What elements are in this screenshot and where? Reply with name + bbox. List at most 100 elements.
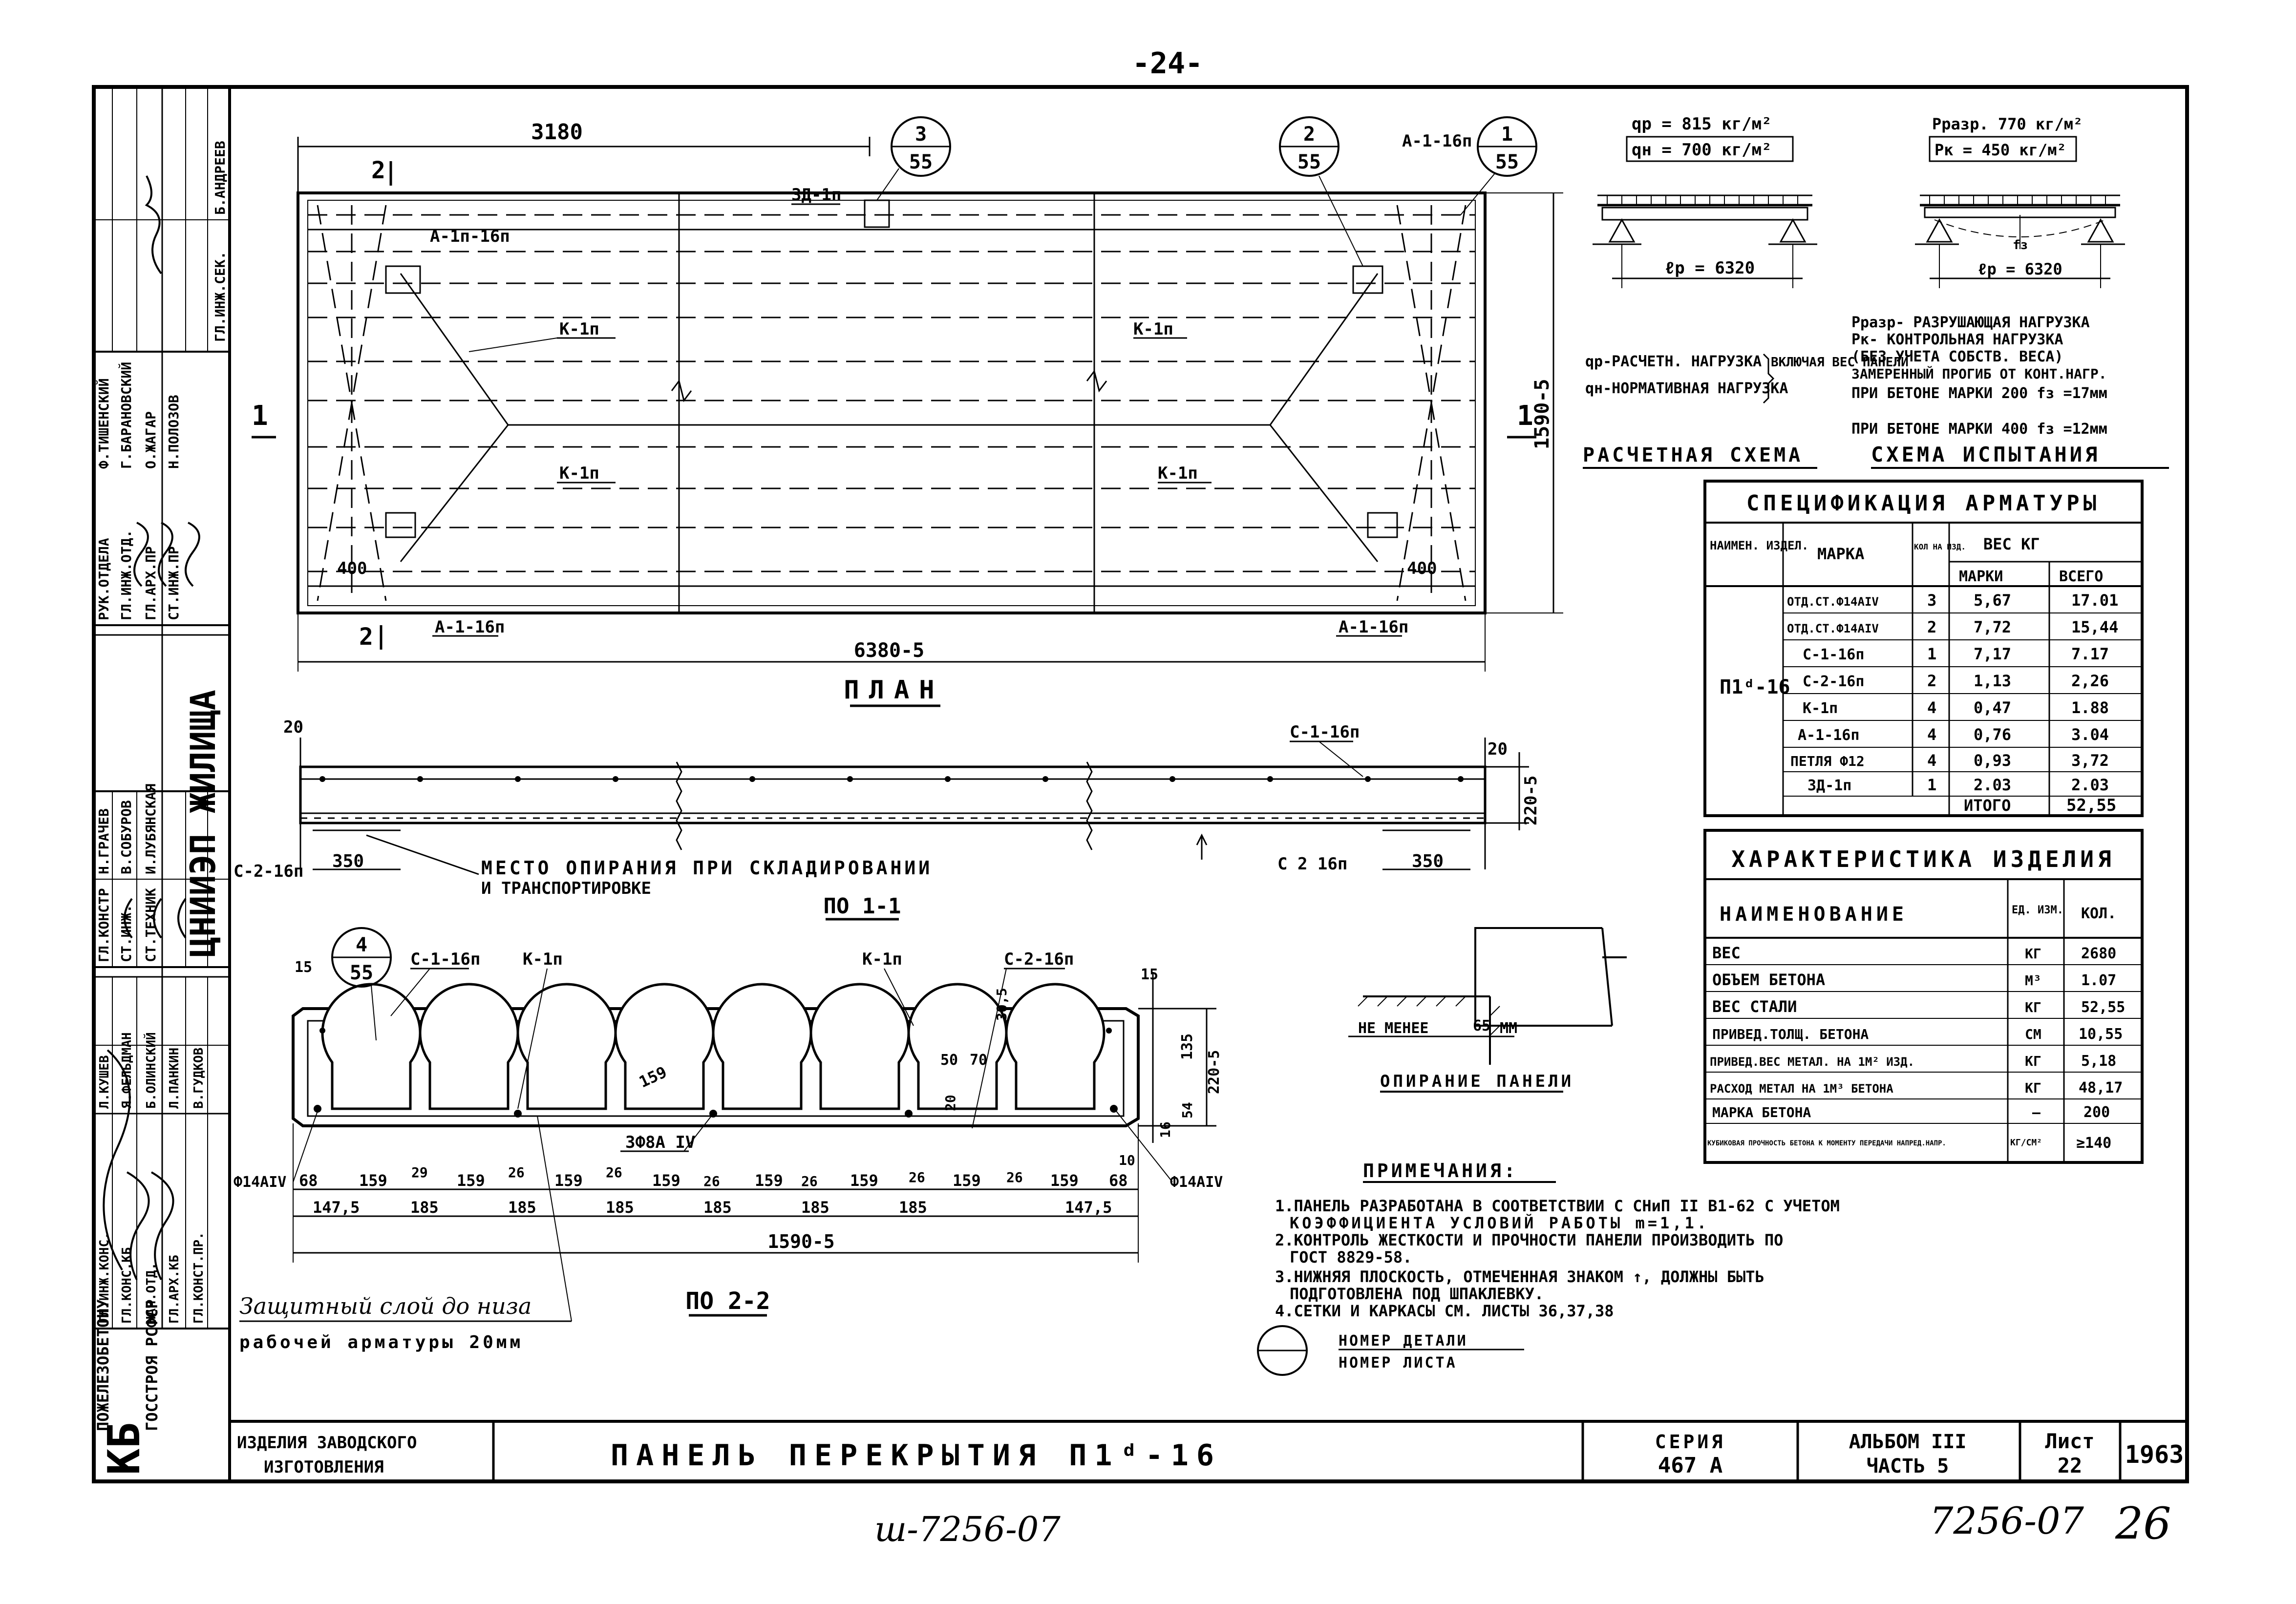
svg-text:185: 185 xyxy=(508,1198,536,1217)
svg-text:7,72: 7,72 xyxy=(1974,618,2011,636)
sec2-dims-row1: 68 159 29 159 26 159 26 159 26 159 26 15… xyxy=(299,1164,1128,1190)
char-col-qty: КОЛ. xyxy=(2081,905,2116,922)
sig-bot-3-role: ГЛ.АРХ.КБ xyxy=(167,1255,182,1324)
svg-text:185: 185 xyxy=(606,1198,634,1217)
footer-page-right: 26 xyxy=(2115,1498,2171,1549)
svg-text:1.07: 1.07 xyxy=(2081,972,2116,989)
test-scheme: Рразр. 770 кг/м² Рк = 450 кг/м² fз ℓр = … xyxy=(1851,115,2169,469)
plan-section-1-right: 1 xyxy=(1517,400,1533,432)
test-title: СХЕМА ИСПЫТАНИЯ xyxy=(1871,443,2100,466)
sec2-dim-135: 135 xyxy=(1179,1034,1196,1060)
svg-text:55: 55 xyxy=(350,962,373,984)
sec2-phi14-right: Ф14АIV xyxy=(1170,1174,1223,1191)
page-number: -24- xyxy=(1132,46,1203,81)
svg-text:ПРИВЕД.ТОЛЩ. БЕТОНА: ПРИВЕД.ТОЛЩ. БЕТОНА xyxy=(1712,1026,1869,1042)
svg-text:ВЕС: ВЕС xyxy=(1712,944,1741,962)
sig-bot-1-role: ГЛ.КОНС.КБ xyxy=(120,1247,134,1324)
svg-text:3.04: 3.04 xyxy=(2071,725,2109,744)
sec2-dim-total: 1590-5 xyxy=(767,1231,834,1252)
svg-text:2: 2 xyxy=(1927,618,1936,636)
sec2-cover-note-1: Защитный слой до низа xyxy=(239,1293,531,1319)
spec-total-value: 52,55 xyxy=(2066,796,2116,815)
svg-text:ОБЪЕМ БЕТОНА: ОБЪЕМ БЕТОНА xyxy=(1712,971,1825,989)
plan-label-k1p-tl: К-1п xyxy=(559,319,599,339)
footer-code-right: 7256-07 xyxy=(1930,1499,2084,1542)
section-2-2: 4 55 С-1-16п К-1п К-1п С-2-16п 15 15 159… xyxy=(234,927,1223,1352)
support-title: ОПИРАНИЕ ПАНЕЛИ xyxy=(1380,1072,1574,1091)
sig-mid-0-role: ГЛ.КОНСТР xyxy=(96,888,112,962)
sig-bot-1-name: Я.ФЕЛЬДМАН xyxy=(120,1032,134,1109)
plan-dim-side: 1590-5 xyxy=(1531,379,1553,450)
svg-text:СМ: СМ xyxy=(2025,1026,2041,1042)
sig-top-4-name: Н.ПОЛОЗОВ xyxy=(166,395,182,469)
tb-series-label: СЕРИЯ xyxy=(1655,1431,1725,1453)
tb-main-title: ПАНЕЛЬ ПЕРЕКРЫТИЯ П1ᵈ-16 xyxy=(611,1438,1222,1473)
sec2-rebar-label: 3Ф8А IV xyxy=(625,1133,695,1152)
note-5: ПОДГОТОВЛЕНА ПОД ШПАКЛЕВКУ. xyxy=(1290,1285,1544,1303)
svg-text:185: 185 xyxy=(703,1198,732,1217)
svg-text:1: 1 xyxy=(1501,123,1513,146)
test-note-0: Рразр- РАЗРУШАЮЩАЯ НАГРУЗКА xyxy=(1851,314,2090,331)
svg-text:68: 68 xyxy=(299,1171,318,1190)
svg-text:159: 159 xyxy=(359,1171,387,1190)
tb-left-2: ИЗГОТОВЛЕНИЯ xyxy=(264,1457,384,1477)
note-4: 3.НИЖНЯЯ ПЛОСКОСТЬ, ОТМЕЧЕННАЯ ЗНАКОМ ↑,… xyxy=(1275,1267,1765,1286)
test-pr-label: Рразр. 770 кг/м² xyxy=(1932,115,2083,133)
svg-text:7,17: 7,17 xyxy=(1974,645,2011,663)
sig-top-0-name: Б.АНДРЕЕВ xyxy=(212,141,228,215)
sec2-label-k1p-right: К-1п xyxy=(862,950,902,969)
sec2-dim-30-5: 30,5 xyxy=(994,988,1010,1021)
org-line1: ПОЖЕЛЕЗОБЕТОНУ xyxy=(94,1299,112,1431)
svg-text:15,44: 15,44 xyxy=(2071,618,2118,636)
sec1-dim-350-left: 350 xyxy=(332,851,364,871)
org-line2: ГОССТРОЯ РСФСР xyxy=(143,1299,161,1431)
svg-text:РАСХОД МЕТАЛ НА 1М³ БЕТОНА: РАСХОД МЕТАЛ НА 1М³ БЕТОНА xyxy=(1710,1082,1893,1096)
svg-text:К-1п: К-1п xyxy=(1803,700,1838,717)
test-pk-label: Рк = 450 кг/м² xyxy=(1935,141,2066,159)
sec2-label-s1: С-1-16п xyxy=(410,950,480,969)
note-0: 1.ПАНЕЛЬ РАЗРАБОТАНА В СООТВЕТСТВИИ С СН… xyxy=(1275,1197,1840,1215)
calc-legend-qp: qр-РАСЧЕТН. НАГРУЗКА xyxy=(1585,353,1762,370)
svg-text:2680: 2680 xyxy=(2081,945,2116,962)
svg-text:1: 1 xyxy=(1927,645,1936,663)
svg-text:С-1-16п: С-1-16п xyxy=(1803,646,1864,663)
svg-text:159: 159 xyxy=(554,1171,583,1190)
sig-bot-0-role: ГЛ.ИНЖ.КОНС. xyxy=(97,1232,112,1324)
callout-4-55: 4 55 xyxy=(331,927,392,1041)
svg-text:0,93: 0,93 xyxy=(1974,751,2011,770)
sec2-dim-16: 16 xyxy=(1157,1121,1173,1138)
sig-top-1-role: РУК.ОТДЕЛА xyxy=(96,538,112,620)
sig-bot-0-name: Л.КУШЕВ xyxy=(97,1055,112,1109)
tb-left-1: ИЗДЕЛИЯ ЗАВОДСКОГО xyxy=(237,1433,417,1453)
calc-qn-label: qн = 700 кг/м² xyxy=(1632,140,1772,160)
svg-text:ПРИВЕД.ВЕС МЕТАЛ. НА 1М² ИЗД.: ПРИВЕД.ВЕС МЕТАЛ. НА 1М² ИЗД. xyxy=(1710,1055,1914,1069)
sig-mid-1-role: СТ.ИНЖ. xyxy=(118,905,134,962)
spec-product: П1ᵈ-16 xyxy=(1720,676,1790,698)
hollow-cores xyxy=(321,983,1105,1110)
sig-mid-2-role: СТ.ТЕХНИК xyxy=(143,888,159,962)
tb-album-label: АЛЬБОМ III xyxy=(1849,1431,1967,1453)
svg-text:2.03: 2.03 xyxy=(1974,776,2011,794)
spec-col-w-mark: МАРКИ xyxy=(1959,568,2003,585)
svg-text:2: 2 xyxy=(1927,672,1936,690)
tb-sheet-label: Лист xyxy=(2045,1429,2094,1453)
sec2-dim-50: 50 xyxy=(940,1052,958,1069)
svg-text:4: 4 xyxy=(1927,698,1936,717)
title-block: ИЗДЕЛИЯ ЗАВОДСКОГО ИЗГОТОВЛЕНИЯ ПАНЕЛЬ П… xyxy=(237,1421,2184,1481)
legend-circle xyxy=(1257,1325,1308,1376)
sec2-cover-note-2: рабочей арматуры 20мм xyxy=(239,1332,523,1352)
plan-label-k1p-tr: К-1п xyxy=(1133,319,1173,339)
sec2-dim-54: 54 xyxy=(1179,1102,1195,1119)
svg-text:А-1-16п: А-1-16п xyxy=(1798,727,1859,744)
sec1-label-s1: С-1-16п xyxy=(1290,722,1360,742)
svg-text:159: 159 xyxy=(1050,1171,1079,1190)
plan-view: 3180 xyxy=(252,116,1563,707)
calc-legend-incl: ВКЛЮЧАЯ ВЕС ПАНЕЛИ xyxy=(1771,355,1909,370)
sig-top-2-name: Г.БАРАНОВСКИЙ xyxy=(118,362,134,469)
calc-span: ℓр = 6320 xyxy=(1665,258,1755,278)
svg-text:68: 68 xyxy=(1109,1171,1128,1190)
svg-text:55: 55 xyxy=(1297,151,1321,173)
svg-text:159: 159 xyxy=(953,1171,981,1190)
svg-text:52,55: 52,55 xyxy=(2081,999,2125,1016)
sig-bot-2-role: НАЧ.ОТД. xyxy=(144,1263,159,1324)
